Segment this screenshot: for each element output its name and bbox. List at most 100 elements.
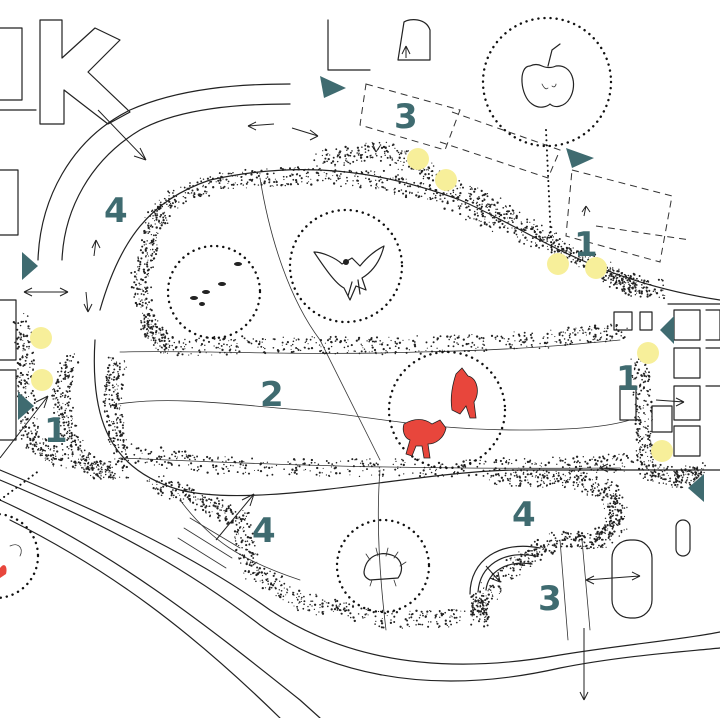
stipple-dot: [569, 333, 572, 335]
stipple-dot: [373, 340, 375, 343]
stipple-dot: [164, 222, 167, 225]
stipple-dot: [72, 355, 75, 359]
stipple-dot: [618, 520, 621, 523]
stipple-dot: [158, 340, 162, 343]
stipple-dot: [639, 421, 642, 424]
stipple-dot: [591, 254, 594, 257]
stipple-dot: [467, 205, 470, 208]
stipple-dot: [646, 403, 649, 406]
stipple-dot: [359, 466, 361, 468]
stipple-dot: [107, 415, 110, 418]
stipple-dot: [359, 186, 362, 189]
stipple-dot: [419, 182, 422, 185]
stipple-dot: [140, 306, 142, 308]
location-marker[interactable]: [435, 169, 457, 191]
stipple-dot: [501, 222, 504, 225]
location-marker[interactable]: [31, 369, 53, 391]
location-marker[interactable]: [547, 253, 569, 275]
stipple-dot: [284, 184, 286, 187]
stipple-dot: [144, 299, 146, 301]
stipple-dot: [240, 183, 242, 185]
stipple-dot: [483, 198, 485, 200]
stipple-dot: [555, 546, 558, 549]
stipple-dot: [400, 466, 402, 468]
stipple-dot: [542, 486, 544, 488]
stipple-dot: [629, 284, 632, 287]
stipple-dot: [69, 397, 72, 400]
stipple-dot: [561, 533, 563, 536]
location-marker[interactable]: [585, 257, 607, 279]
stipple-dot: [496, 574, 499, 578]
stipple-dot: [110, 394, 113, 397]
stipple-dot: [524, 462, 527, 464]
stipple-dot: [375, 186, 377, 189]
stipple-dot: [29, 366, 31, 369]
stipple-dot: [144, 290, 147, 293]
stipple-dot: [409, 185, 411, 187]
stipple-dot: [477, 187, 479, 189]
stipple-dot: [240, 179, 243, 181]
location-marker[interactable]: [30, 327, 52, 349]
stipple-dot: [603, 330, 606, 333]
stipple-dot: [161, 221, 163, 223]
stipple-dot: [488, 203, 490, 206]
entrance-triangle-icon: [320, 76, 346, 98]
stipple-dot: [364, 350, 367, 353]
stipple-dot: [390, 339, 392, 342]
stipple-dot: [273, 338, 276, 341]
stipple-dot: [647, 418, 649, 420]
stipple-dot: [479, 610, 482, 613]
stipple-dot: [476, 214, 479, 217]
stipple-dot: [242, 509, 244, 512]
stipple-dot: [598, 538, 600, 541]
stipple-dot: [586, 490, 589, 493]
stipple-dot: [193, 195, 196, 199]
stipple-dot: [511, 217, 513, 220]
stipple-dot: [242, 526, 245, 529]
stipple-dot: [557, 239, 559, 241]
stipple-dot: [177, 207, 179, 209]
stipple-dot: [507, 217, 509, 219]
stipple-dot: [89, 474, 92, 477]
stipple-dot: [616, 508, 619, 511]
stipple-dot: [113, 452, 116, 455]
stipple-dot: [295, 181, 298, 184]
stipple-dot: [548, 544, 550, 546]
stipple-dot: [375, 153, 377, 155]
stipple-dot: [391, 158, 394, 161]
stipple-dot: [33, 363, 35, 365]
stipple-dot: [116, 383, 118, 385]
stipple-dot: [67, 395, 70, 398]
stipple-dot: [488, 479, 490, 481]
stipple-dot: [56, 389, 59, 393]
stipple-dot: [687, 470, 689, 473]
stipple-dot: [609, 266, 611, 268]
stipple-dot: [140, 328, 143, 331]
stipple-dot: [66, 445, 69, 448]
stipple-dot: [615, 497, 618, 500]
stipple-dot: [481, 213, 483, 216]
stipple-dot: [290, 462, 292, 464]
stipple-dot: [282, 175, 285, 178]
stipple-dot: [311, 600, 314, 602]
location-marker[interactable]: [651, 440, 673, 462]
location-marker[interactable]: [637, 342, 659, 364]
stipple-dot: [108, 460, 110, 463]
stipple-dot: [620, 282, 622, 284]
stipple-dot: [513, 563, 516, 566]
stipple-dot: [424, 615, 427, 618]
stipple-dot: [478, 599, 480, 602]
stipple-dot: [73, 434, 76, 437]
bird-icon: [313, 245, 385, 301]
location-marker[interactable]: [407, 148, 429, 170]
stipple-dot: [481, 347, 484, 349]
stipple-dot: [178, 340, 181, 343]
stipple-dot: [478, 601, 481, 604]
stipple-dot: [117, 371, 119, 373]
stipple-dot: [140, 257, 143, 260]
stipple-dot: [618, 268, 620, 270]
stipple-dot: [154, 208, 156, 211]
stipple-dot: [110, 373, 112, 376]
stipple-dot: [559, 459, 562, 462]
stipple-dot: [105, 393, 108, 396]
